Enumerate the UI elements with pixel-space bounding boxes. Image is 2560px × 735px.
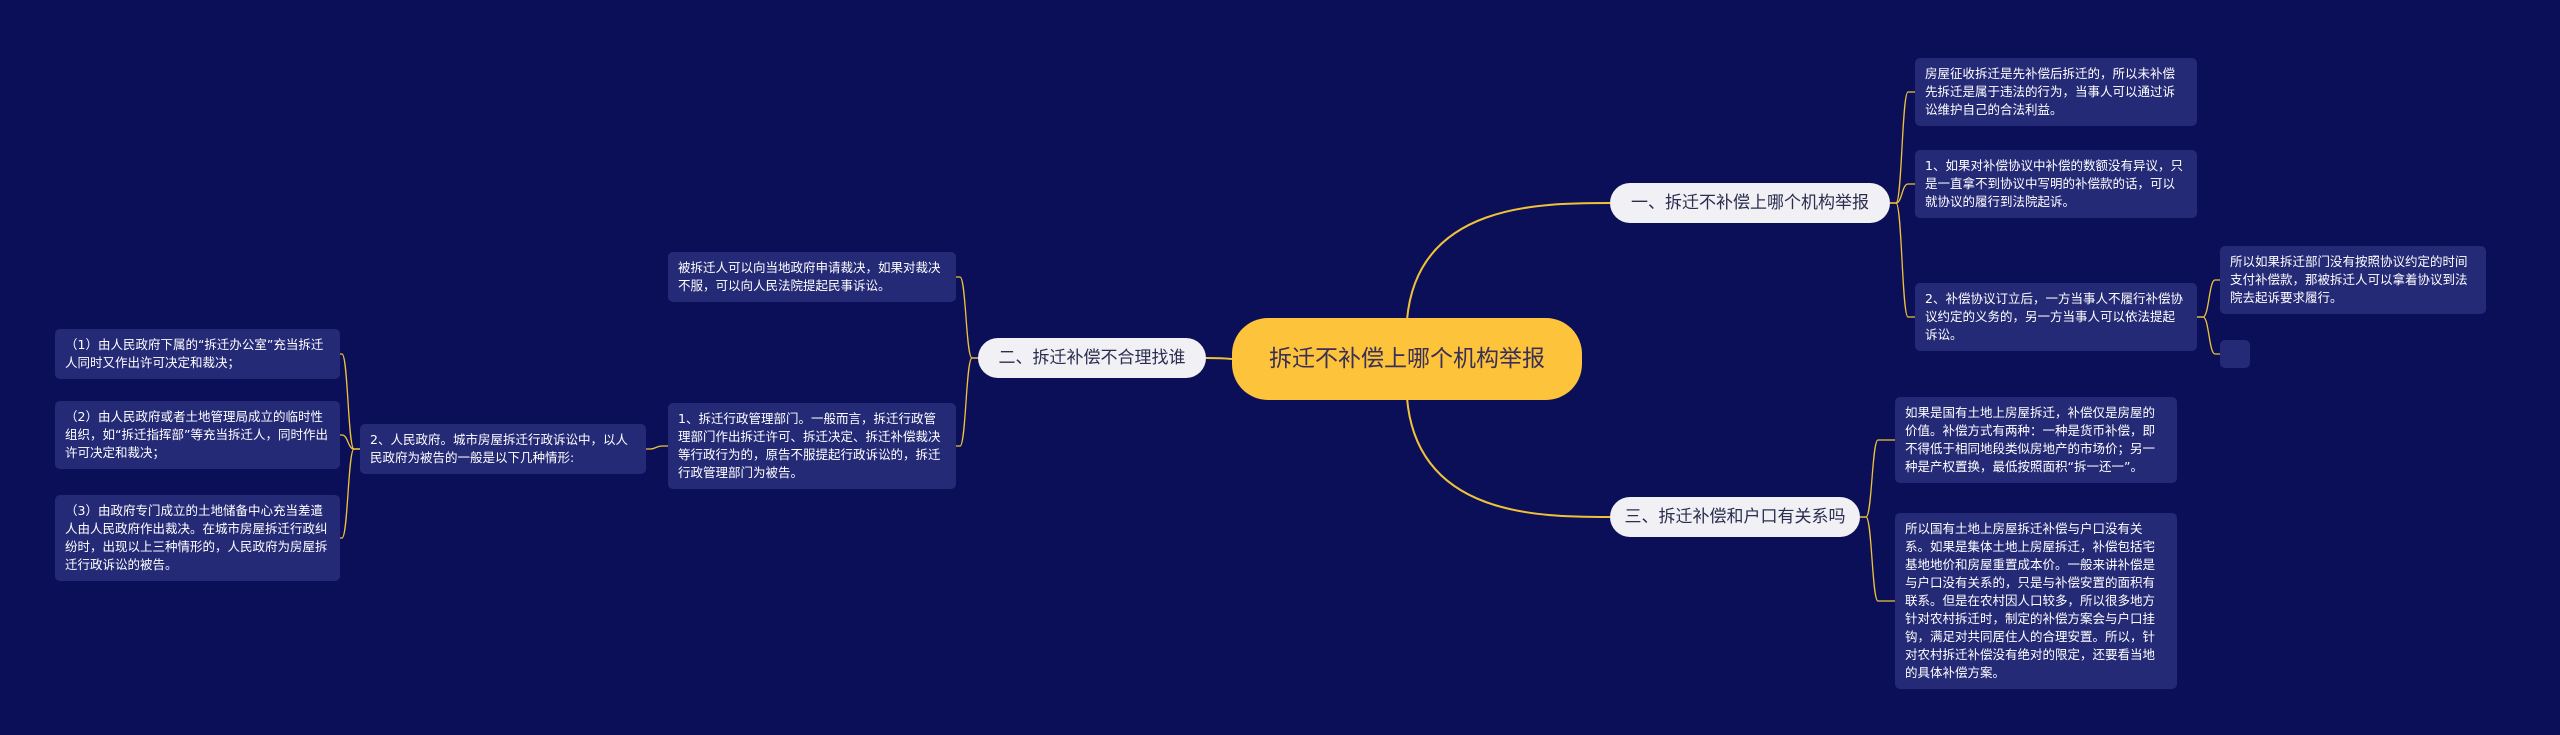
root-topic[interactable]: 拆迁不补偿上哪个机构举报 xyxy=(1232,318,1582,400)
branch-2-leaf-3-sub-3[interactable]: （3）由政府专门成立的土地储备中心充当差遣人由人民政府作出裁决。在城市房屋拆迁行… xyxy=(55,495,340,581)
branch-3-leaf-1[interactable]: 如果是国有土地上房屋拆迁，补偿仅是房屋的价值。补偿方式有两种：一种是货币补偿，即… xyxy=(1895,397,2177,483)
branch-1-leaf-connector-2 xyxy=(1890,183,1915,204)
branch-1-leaf-3-sub-connector-1 xyxy=(2197,279,2220,318)
branch-2-leaf-connector-1 xyxy=(956,276,978,359)
root-to-branch-2-connector xyxy=(1205,357,1233,360)
branch-1-leaf-3[interactable]: 2、补偿协议订立后，一方当事人不履行补偿协议约定的义务的，另一方当事人可以依法提… xyxy=(1915,283,2197,351)
branch-3-leaf-2[interactable]: 所以国有土地上房屋拆迁补偿与户口没有关系。如果是集体土地上房屋拆迁，补偿包括宅基… xyxy=(1895,513,2177,689)
branch-2-label: 二、拆迁补偿不合理找谁 xyxy=(998,348,1186,368)
branch-2-leaf-3-sub-connector-1 xyxy=(340,353,360,450)
branch-2-leaf-3-sub-connector-2 xyxy=(340,434,360,450)
branch-1-leaf-3-sub-1[interactable]: 所以如果拆迁部门没有按照协议约定的时间支付补偿款，那被拆迁人可以拿着协议到法院去… xyxy=(2220,246,2486,314)
leaf-text: （2）由人民政府或者土地管理局成立的临时性组织，如“拆迁指挥部”等充当拆迁人，同… xyxy=(65,409,328,460)
root-to-branch-1-connector xyxy=(1406,202,1611,321)
branch-1-leaf-connector-3 xyxy=(1890,202,1915,318)
branch-3-topic[interactable]: 三、拆迁补偿和户口有关系吗 xyxy=(1610,497,1860,537)
leaf-text: 1、拆迁行政管理部门。一般而言，拆迁行政管理部门作出拆迁许可、拆迁决定、拆迁补偿… xyxy=(678,411,941,480)
branch-2-leaf-1[interactable]: 被拆迁人可以向当地政府申请裁决，如果对裁决不服，可以向人民法院提起民事诉讼。 xyxy=(668,252,956,302)
branch-3-label: 三、拆迁补偿和户口有关系吗 xyxy=(1624,507,1846,527)
root-to-branch-3-connector xyxy=(1406,397,1611,518)
branch-1-leaf-3-sub-2-empty[interactable] xyxy=(2220,340,2250,368)
leaf-text: 房屋征收拆迁是先补偿后拆迁的，所以未补偿先拆迁是属于违法的行为，当事人可以通过诉… xyxy=(1925,66,2176,117)
branch-1-label: 一、拆迁不补偿上哪个机构举报 xyxy=(1631,193,1869,213)
branch-2-leaf-3-sub-1[interactable]: （1）由人民政府下属的“拆迁办公室”充当拆迁人同时又作出许可决定和裁决； xyxy=(55,329,340,379)
leaf-text: 所以国有土地上房屋拆迁补偿与户口没有关系。如果是集体土地上房屋拆迁，补偿包括宅基… xyxy=(1905,521,2156,680)
leaf-text: 1、如果对补偿协议中补偿的数额没有异议，只是一直拿不到协议中写明的补偿款的话，可… xyxy=(1925,158,2183,209)
leaf-text: 被拆迁人可以向当地政府申请裁决，如果对裁决不服，可以向人民法院提起民事诉讼。 xyxy=(678,260,941,293)
branch-2-leaf-connector-2 xyxy=(956,357,978,447)
branch-1-leaf-connector-1 xyxy=(1890,91,1915,204)
branch-3-leaf-connector-1 xyxy=(1860,439,1895,518)
branch-3-leaf-connector-2 xyxy=(1860,516,1895,602)
leaf-text: （1）由人民政府下属的“拆迁办公室”充当拆迁人同时又作出许可决定和裁决； xyxy=(65,337,324,370)
branch-2-topic[interactable]: 二、拆迁补偿不合理找谁 xyxy=(978,338,1206,378)
branch-1-topic[interactable]: 一、拆迁不补偿上哪个机构举报 xyxy=(1610,183,1890,223)
branch-2-leaf-3[interactable]: 2、人民政府。城市房屋拆迁行政诉讼中，以人民政府为被告的一般是以下几种情形: xyxy=(360,424,646,474)
branch-2-leaf-3-sub-connector-3 xyxy=(340,448,360,539)
branch-1-leaf-1[interactable]: 房屋征收拆迁是先补偿后拆迁的，所以未补偿先拆迁是属于违法的行为，当事人可以通过诉… xyxy=(1915,58,2197,126)
leaf-text: 2、人民政府。城市房屋拆迁行政诉讼中，以人民政府为被告的一般是以下几种情形: xyxy=(370,432,628,465)
branch-2-leaf-3-sub-2[interactable]: （2）由人民政府或者土地管理局成立的临时性组织，如“拆迁指挥部”等充当拆迁人，同… xyxy=(55,401,340,469)
leaf-text: 2、补偿协议订立后，一方当事人不履行补偿协议约定的义务的，另一方当事人可以依法提… xyxy=(1925,291,2183,342)
branch-2-leaf-2-to-3-connector-1 xyxy=(646,445,668,450)
branch-1-leaf-3-sub-connector-2 xyxy=(2197,316,2220,355)
root-topic-label: 拆迁不补偿上哪个机构举报 xyxy=(1269,346,1545,372)
branch-1-leaf-2[interactable]: 1、如果对补偿协议中补偿的数额没有异议，只是一直拿不到协议中写明的补偿款的话，可… xyxy=(1915,150,2197,218)
leaf-text: 如果是国有土地上房屋拆迁，补偿仅是房屋的价值。补偿方式有两种：一种是货币补偿，即… xyxy=(1905,405,2156,474)
leaf-text: （3）由政府专门成立的土地储备中心充当差遣人由人民政府作出裁决。在城市房屋拆迁行… xyxy=(65,503,328,572)
leaf-text: 所以如果拆迁部门没有按照协议约定的时间支付补偿款，那被拆迁人可以拿着协议到法院去… xyxy=(2230,254,2468,305)
branch-2-leaf-2[interactable]: 1、拆迁行政管理部门。一般而言，拆迁行政管理部门作出拆迁许可、拆迁决定、拆迁补偿… xyxy=(668,403,956,489)
